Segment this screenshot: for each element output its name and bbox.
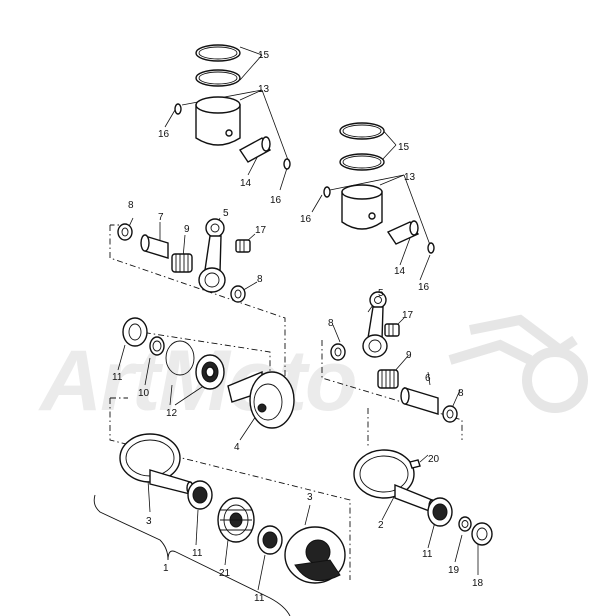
callout-11: 11 — [254, 593, 265, 604]
callout-11: 11 — [192, 548, 203, 559]
watermark-text: ArtMoto — [38, 333, 356, 429]
callout-5: 5 — [378, 288, 384, 299]
left-crankshaft-assembly — [119, 317, 346, 584]
callout-19: 19 — [448, 565, 460, 576]
right-piston-assembly — [323, 122, 458, 423]
callout-16: 16 — [418, 282, 430, 293]
callout-9: 9 — [184, 224, 190, 235]
callout-8: 8 — [257, 274, 263, 285]
callout-17: 17 — [255, 225, 267, 236]
callout-8: 8 — [458, 388, 464, 399]
callout-7: 7 — [158, 212, 164, 223]
callout-16: 16 — [158, 129, 170, 140]
callout-16: 16 — [270, 195, 282, 206]
callout-1: 1 — [163, 563, 169, 574]
callout-14: 14 — [394, 266, 406, 277]
callout-16: 16 — [300, 214, 312, 225]
callout-8: 8 — [128, 200, 134, 211]
callout-8: 8 — [328, 318, 334, 329]
callout-5: 5 — [223, 208, 229, 219]
right-crankshaft-assembly — [353, 449, 493, 546]
left-piston-assembly — [117, 44, 291, 303]
watermark-motorcycle-icon — [448, 314, 588, 413]
callout-2: 2 — [378, 520, 384, 531]
callout-15: 15 — [398, 142, 410, 153]
callout-11: 11 — [112, 372, 123, 383]
callout-13: 13 — [258, 84, 270, 95]
callout-12: 12 — [166, 408, 178, 419]
callout-9: 9 — [406, 350, 412, 361]
callout-20: 20 — [428, 454, 440, 465]
callout-21: 21 — [219, 568, 231, 579]
callout-4: 4 — [234, 442, 240, 453]
callout-11: 11 — [422, 549, 433, 560]
callout-17: 17 — [402, 310, 414, 321]
callout-10: 10 — [138, 388, 150, 399]
callout-13: 13 — [404, 172, 416, 183]
callout-3: 3 — [146, 516, 152, 527]
callout-6: 6 — [425, 373, 431, 384]
callout-15: 15 — [258, 50, 270, 61]
callout-14: 14 — [240, 178, 252, 189]
callout-labels: 15 13 16 14 16 8 7 9 5 17 8 11 10 12 4 3… — [112, 50, 484, 604]
watermark: ArtMoto — [38, 314, 588, 429]
callout-18: 18 — [472, 578, 484, 589]
callout-3: 3 — [307, 492, 313, 503]
